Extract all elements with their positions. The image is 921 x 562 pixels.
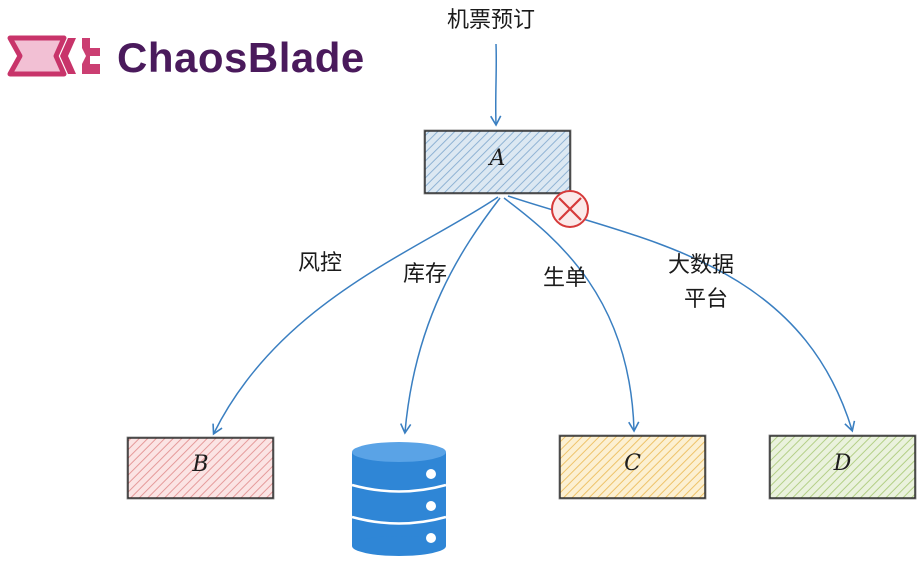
brand-name: ChaosBlade — [117, 34, 365, 81]
edge-label-bigdata-line1: 大数据 — [668, 253, 735, 278]
blocked-x-icon — [551, 190, 589, 228]
edge-a-db — [400, 197, 501, 435]
entry-label: 机票预订 — [447, 8, 536, 33]
edge-a-c — [503, 197, 640, 433]
database-icon — [351, 442, 447, 556]
edge-label-order: 生单 — [543, 266, 588, 291]
node-d-label: D — [833, 451, 852, 476]
node-c-label: C — [624, 451, 641, 476]
node-a-label: A — [489, 146, 506, 171]
edge-label-inventory: 库存 — [403, 262, 448, 287]
node-c — [558, 434, 707, 500]
chaosblade-logo-icon — [7, 35, 100, 77]
entry-arrow — [490, 43, 502, 127]
node-b-label: B — [192, 452, 209, 477]
node-a — [423, 129, 572, 195]
edge-label-bigdata-line2: 平台 — [684, 287, 729, 312]
edge-label-risk-control: 风控 — [298, 251, 343, 276]
node-b — [126, 436, 275, 500]
edge-a-d — [507, 195, 856, 433]
edge-a-b — [212, 196, 499, 436]
node-d — [768, 434, 917, 500]
